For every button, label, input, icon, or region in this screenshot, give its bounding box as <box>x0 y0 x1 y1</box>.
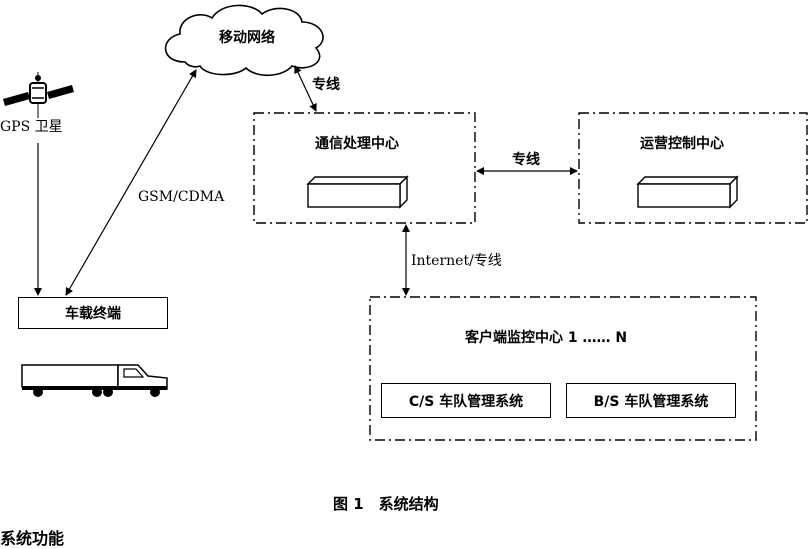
vehicle-terminal-label: 车载终端 <box>65 306 121 322</box>
server-icon <box>636 175 739 209</box>
vehicle-terminal-box: 车载终端 <box>18 297 168 329</box>
cs-system-label: C/S 车队管理系统 <box>408 393 524 410</box>
cloud-comm-link <box>294 65 317 112</box>
gsm-cdma-link <box>65 69 197 296</box>
cs-system-box: C/S 车队管理系统 <box>381 383 551 418</box>
cloud-link-label: 专线 <box>312 77 340 93</box>
ops-center-title: 运营控制中心 <box>640 136 724 152</box>
cloud-icon <box>164 4 324 77</box>
client-center-box <box>369 296 757 441</box>
satellite-icon <box>3 72 74 118</box>
client-center-title: 客户端监控中心 1 …… N <box>465 330 628 346</box>
internet-link-label: Internet/专线 <box>411 253 502 269</box>
truck-icon <box>21 364 168 397</box>
section-heading: 系统功能 <box>0 529 65 548</box>
ops-center-box <box>578 112 808 224</box>
gps-satellite-label: GPS 卫星 <box>0 119 63 135</box>
bs-system-box: B/S 车队管理系统 <box>566 383 736 418</box>
ops-link-label: 专线 <box>512 152 540 168</box>
comm-center-title: 通信处理中心 <box>315 136 399 152</box>
bs-system-label: B/S 车队管理系统 <box>593 393 709 410</box>
mobile-network-label: 移动网络 <box>219 30 275 46</box>
comm-center-box <box>253 112 476 224</box>
figure-caption: 图 1 系统结构 <box>333 495 439 513</box>
gsm-cdma-label: GSM/CDMA <box>138 189 225 205</box>
server-icon <box>306 175 409 209</box>
